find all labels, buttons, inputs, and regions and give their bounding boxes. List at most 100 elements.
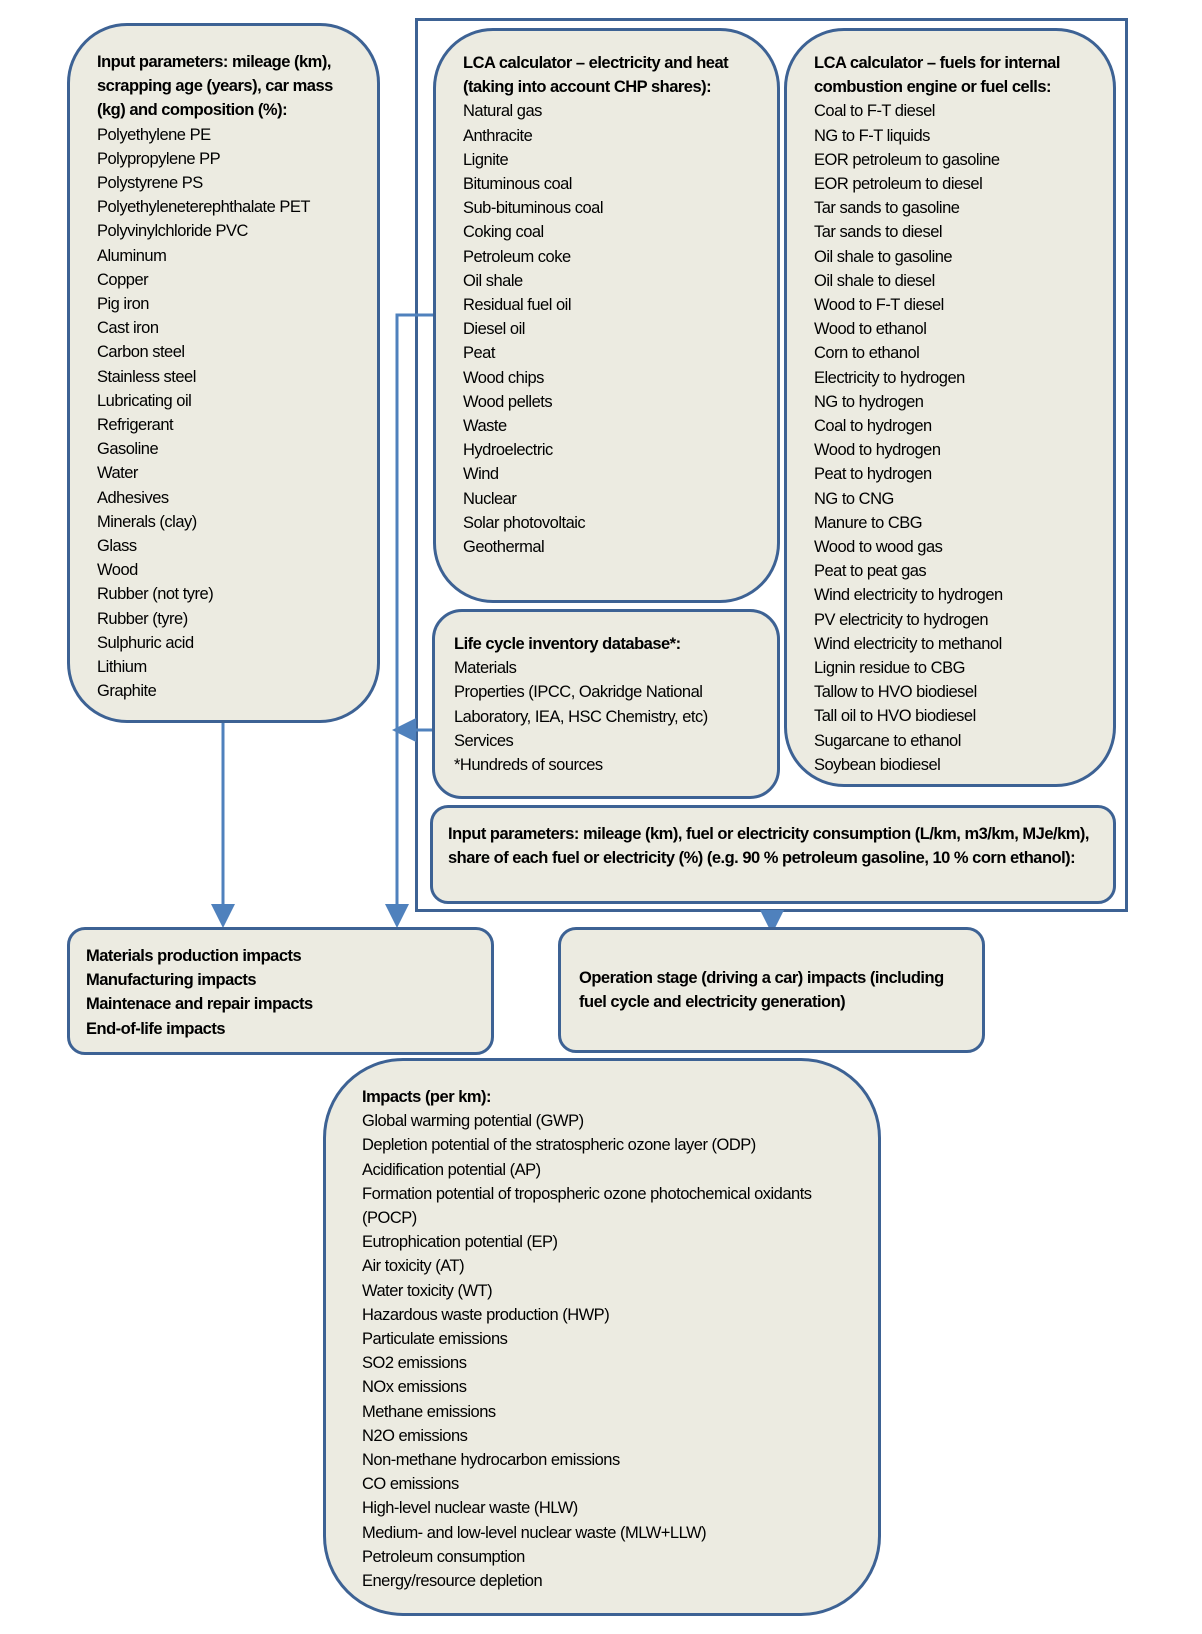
list-item: *Hundreds of sources [454,756,603,775]
list-item: Wind [463,465,499,484]
vehicle-input-parameters-box: Input parameters: mileage (km), scrappin… [67,23,380,723]
list-item: Nuclear [463,489,517,508]
list-item: Water [97,464,138,483]
list-item: End-of-life impacts [86,1019,226,1038]
list-item: NG to CNG [814,489,894,508]
list-item: Cast iron [97,319,159,338]
impacts-box: Impacts (per km): Global warming potenti… [323,1058,881,1616]
list-item: Oil shale to gasoline [814,247,953,266]
list-item: Polyethylene PE [97,125,211,144]
list-item: Pig iron [97,295,149,314]
list-item: Coking coal [463,223,544,242]
list-item: Residual fuel oil [463,296,571,315]
list-item: Sub-bituminous coal [463,199,604,218]
list-item: Refrigerant [97,416,174,435]
list-item: Manure to CBG [814,513,923,532]
list-item: Oil shale to diesel [814,271,935,290]
list-item: SO2 emissions [362,1354,467,1373]
list-item: Stainless steel [97,367,196,386]
list-item: Electricity to hydrogen [814,368,965,387]
list-item: Maintenace and repair impacts [86,995,313,1014]
operation-impacts-title: Operation stage (driving a car) impacts … [579,969,944,1012]
list-item: Properties (IPCC, Oakridge National Labo… [454,683,708,726]
list-item: Materials production impacts [86,947,302,965]
lci-database-title: Life cycle inventory database*: [454,635,681,653]
list-item: Wind electricity to hydrogen [814,586,1003,605]
operation-input-parameters-box: Input parameters: mileage (km), fuel or … [430,805,1116,904]
list-item: Wood [97,561,138,580]
list-item: Materials [454,659,517,678]
list-item: Methane emissions [362,1402,496,1421]
list-item: Coal to F-T diesel [814,102,935,121]
list-item: Non-methane hydrocarbon emissions [362,1451,620,1470]
list-item: Manufacturing impacts [86,971,257,990]
list-item: Wind electricity to methanol [814,634,1002,653]
list-item: Corn to ethanol [814,344,920,363]
list-item: Acidification potential (AP) [362,1160,541,1179]
electricity-calculator-title: LCA calculator – electricity and heat (t… [463,54,729,97]
list-item: Oil shale [463,271,523,290]
list-item: Air toxicity (AT) [362,1257,465,1276]
list-item: Lignite [463,150,509,169]
list-item: Glass [97,537,137,556]
list-item: Energy/resource depletion [362,1572,543,1591]
list-item: NG to hydrogen [814,392,924,411]
list-item: Copper [97,270,149,289]
list-item: Tallow to HVO biodiesel [814,683,977,702]
list-item: Carbon steel [97,343,185,362]
list-item: NOx emissions [362,1378,467,1397]
list-item: Minerals (clay) [97,512,197,531]
vehicle-inputs-title: Input parameters: mileage (km), scrappin… [97,53,333,120]
list-item: Rubber (not tyre) [97,585,214,604]
fuels-calculator-title: LCA calculator – fuels for internal comb… [814,54,1060,97]
list-item: Wood to wood gas [814,538,943,557]
list-item: Petroleum coke [463,247,571,266]
list-item: EOR petroleum to diesel [814,175,983,194]
electricity-calculator-box: LCA calculator – electricity and heat (t… [433,28,780,603]
list-item: Tar sands to gasoline [814,199,960,218]
list-item: Rubber (tyre) [97,609,188,628]
list-item: Anthracite [463,126,533,145]
list-item: Soybean biodiesel [814,755,941,774]
list-item: Sulphuric acid [97,633,194,652]
list-item: Water toxicity (WT) [362,1281,493,1300]
operation-inputs-title: Input parameters: mileage (km), fuel or … [448,825,1090,868]
list-item: Petroleum consumption [362,1547,525,1566]
list-item: Wood pellets [463,392,553,411]
list-item: Bituminous coal [463,175,572,194]
list-item: Global warming potential (GWP) [362,1112,584,1131]
list-item: Sugarcane to ethanol [814,731,961,750]
list-item: Wood to ethanol [814,320,927,339]
list-item: Natural gas [463,102,542,121]
lci-database-box: Life cycle inventory database*: Material… [432,609,780,799]
list-item: Gasoline [97,440,159,459]
list-item: Tar sands to diesel [814,223,943,242]
list-item: CO emissions [362,1475,459,1494]
list-item: EOR petroleum to gasoline [814,150,1000,169]
list-item: Hydroelectric [463,441,553,460]
list-item: Polyvinylchloride PVC [97,222,248,241]
list-item: Particulate emissions [362,1330,508,1349]
list-item: High-level nuclear waste (HLW) [362,1499,578,1518]
list-item: Depletion potential of the stratospheric… [362,1136,756,1155]
list-item: Formation potential of tropospheric ozon… [362,1184,812,1228]
list-item: Lubricating oil [97,391,192,410]
list-item: Coal to hydrogen [814,417,932,436]
list-item: Lithium [97,658,147,677]
list-item: Polystyrene PS [97,174,203,193]
arrow-calculators-to-production [385,313,433,928]
list-item: Wood to hydrogen [814,441,941,460]
operation-impacts-box: Operation stage (driving a car) impacts … [558,927,985,1053]
list-item: Peat [463,344,495,363]
list-item: Polypropylene PP [97,149,221,168]
list-item: Adhesives [97,488,169,507]
list-item: Peat to peat gas [814,562,927,581]
list-item: Aluminum [97,246,167,265]
list-item: Medium- and low-level nuclear waste (MLW… [362,1523,707,1542]
fuels-calculator-box: LCA calculator – fuels for internal comb… [784,28,1116,787]
list-item: Solar photovoltaic [463,513,586,532]
list-item: Services [454,731,514,750]
list-item: Wood to F-T diesel [814,296,944,315]
